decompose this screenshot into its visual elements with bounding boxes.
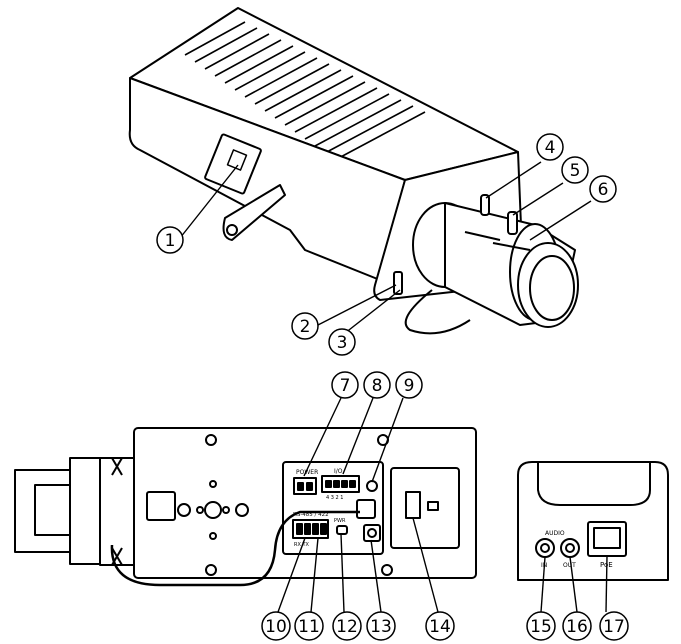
callout-3: 3 [328, 328, 356, 356]
callout-1: 1 [156, 226, 184, 254]
svg-text:11: 11 [298, 617, 320, 637]
svg-text:8: 8 [372, 376, 383, 396]
svg-text:1: 1 [165, 231, 176, 251]
svg-text:15: 15 [530, 617, 552, 637]
zoom-puller [507, 211, 518, 235]
bottom-cable [110, 510, 360, 587]
svg-text:5: 5 [570, 161, 581, 181]
callout-12: 12 [332, 611, 362, 641]
focus-puller [480, 194, 490, 216]
callout-6: 6 [589, 175, 617, 203]
power-label: POWER [296, 469, 318, 476]
camera-bottom-view [14, 427, 477, 587]
svg-text:13: 13 [370, 617, 392, 637]
pwr-label: PWR [334, 518, 346, 524]
svg-text:3: 3 [337, 333, 348, 353]
callout-4: 4 [536, 133, 564, 161]
svg-text:7: 7 [340, 376, 351, 396]
callout-7: 7 [331, 371, 359, 399]
audio-label: AUDIO [545, 530, 565, 537]
svg-text:4: 4 [545, 138, 556, 158]
rating-label [405, 491, 421, 519]
svg-text:9: 9 [404, 376, 415, 396]
callout-leaders-rear [540, 555, 608, 613]
pwr-led [336, 525, 348, 535]
svg-text:6: 6 [598, 180, 609, 200]
callout-10: 10 [261, 611, 291, 641]
io-label: I/O [334, 468, 343, 475]
callout-8: 8 [363, 371, 391, 399]
camera-rear-view [517, 461, 669, 581]
rs485-label: RS-485 / 422 [293, 512, 329, 518]
svg-text:10: 10 [265, 617, 287, 637]
io-connector [321, 475, 360, 493]
callout-16: 16 [562, 611, 592, 641]
callout-15: 15 [526, 611, 556, 641]
tripod-mount [204, 501, 222, 519]
callout-5: 5 [561, 156, 589, 184]
control-button [393, 271, 403, 295]
callout-leaders-top [179, 161, 592, 338]
callout-9: 9 [395, 371, 423, 399]
camera-vent-slots [184, 21, 426, 161]
svg-text:14: 14 [429, 617, 451, 637]
callout-14: 14 [425, 611, 455, 641]
svg-text:2: 2 [300, 317, 311, 337]
svg-text:12: 12 [336, 617, 358, 637]
audio-out-label: OUT [563, 562, 576, 569]
svg-text:16: 16 [566, 617, 588, 637]
sd-card-cover [222, 184, 286, 241]
iris-cable [404, 289, 471, 335]
svg-text:17: 17 [603, 617, 625, 637]
io-pins-label: 4 3 2 1 [326, 495, 344, 501]
callout-leaders-bottom [277, 397, 439, 613]
callout-17: 17 [599, 611, 629, 641]
callout-2: 2 [291, 312, 319, 340]
callout-11: 11 [294, 611, 324, 641]
callout-13: 13 [366, 611, 396, 641]
camera-side-panel [128, 77, 406, 281]
iris-connector [366, 480, 378, 492]
camera-perspective-view [128, 7, 579, 335]
